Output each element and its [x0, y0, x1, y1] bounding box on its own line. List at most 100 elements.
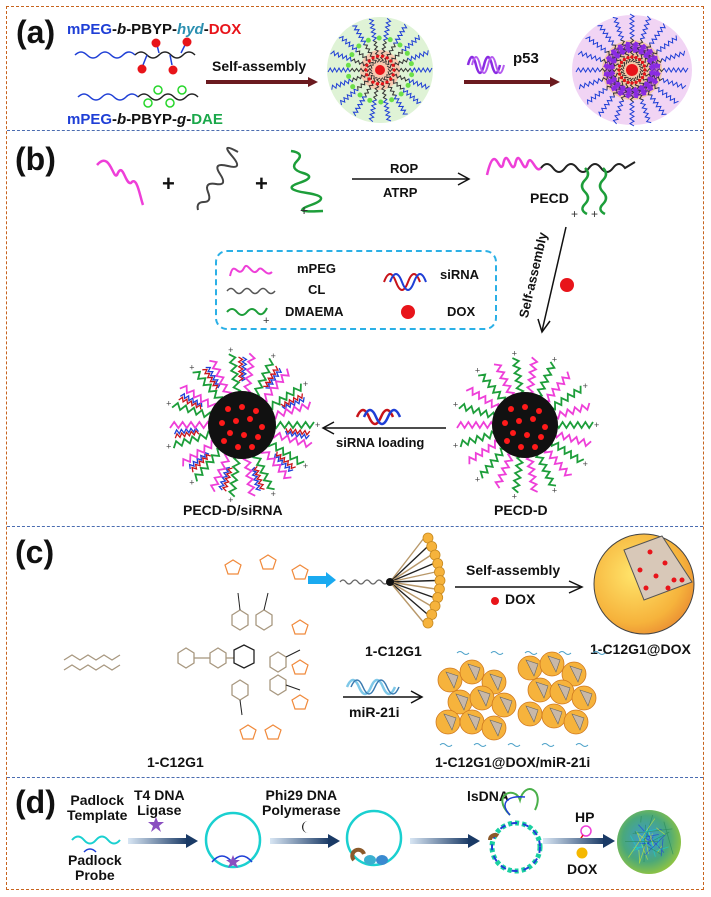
p53-helix-icon [466, 53, 506, 67]
dox-label-c: DOX [505, 592, 535, 607]
polymer1-b: b [117, 21, 126, 38]
legend-dox-label: DOX [447, 305, 475, 319]
svg-text:+: + [228, 345, 233, 355]
dox-ball-icon [576, 847, 588, 859]
svg-text:+: + [189, 477, 194, 487]
svg-text:+: + [475, 474, 480, 484]
svg-text:+: + [591, 207, 598, 221]
probe-line2: Probe [68, 868, 122, 883]
polymer1-mpeg: mPEG [67, 21, 112, 38]
svg-text:+: + [271, 351, 276, 361]
polymer1-hyd: hyd [177, 21, 204, 38]
svg-text:+: + [189, 363, 194, 373]
pecd-d-micelle-icon: +++++++++++ [450, 355, 600, 500]
polymer1-chain-icon [75, 40, 195, 80]
template-line1: Padlock [67, 793, 127, 808]
loading-arrow-d [543, 834, 615, 848]
structure-label: 1-C12G1 [147, 755, 204, 770]
divider-c-d [7, 777, 703, 778]
complex-aggregate-icon [430, 650, 610, 750]
elongation-arrow [410, 834, 480, 848]
polymer2-pbyp: -PBYP- [126, 111, 177, 128]
panel-b-label: (b) [15, 143, 56, 175]
svg-text:+: + [552, 355, 557, 365]
svg-text:+: + [303, 379, 308, 389]
svg-text:+: + [453, 440, 458, 450]
padlock-probe-label: Padlock Probe [68, 853, 122, 884]
mir21i-helix-icon [345, 673, 405, 689]
legend-dox-icon [400, 304, 416, 320]
legend-dmaema-label: DMAEMA [285, 305, 344, 319]
mpeg-chain-icon [95, 155, 150, 210]
svg-text:+: + [552, 485, 557, 495]
dendron-icon [340, 530, 460, 630]
svg-text:+: + [263, 315, 269, 327]
legend-sirna-label: siRNA [440, 268, 479, 282]
divider-a-b [7, 130, 703, 131]
panel-a-label: (a) [16, 16, 55, 48]
svg-text:+: + [475, 366, 480, 376]
plus-2: + [255, 172, 268, 196]
divider-b-c [7, 526, 703, 527]
mir21i-arrow [343, 691, 425, 703]
complex-label: 1-C12G1@DOX/miR-21i [435, 755, 590, 770]
legend-mpeg-icon [228, 260, 280, 278]
p53-label: p53 [513, 51, 539, 68]
t4-ligase-label: T4 DNA Ligase [134, 788, 185, 819]
polymerase-crescent-icon [300, 820, 310, 834]
legend-mpeg-label: mPEG [297, 262, 336, 276]
ligase-star-icon [148, 817, 164, 833]
svg-text:+: + [583, 459, 588, 469]
sirna-loading-label: siRNA loading [336, 436, 424, 450]
polymer2-mpeg: mPEG [67, 111, 112, 128]
sirna-loading-arrow [322, 422, 448, 434]
dmaema-chain-icon: + [288, 147, 340, 217]
polymer1-pbyp: -PBYP- [126, 21, 177, 38]
polymer1-name: mPEG-b-PBYP-hyd-DOX [67, 22, 241, 39]
polymer2-name: mPEG-b-PBYP-g-DAE [67, 112, 223, 129]
amplification-arrow [270, 834, 340, 848]
lsdna-strand-icon [480, 785, 550, 883]
dox-dot-b-icon [559, 277, 575, 293]
dendrimer-structure-icon [60, 545, 310, 745]
polymer1-dox: DOX [209, 21, 242, 38]
svg-text:+: + [315, 420, 320, 430]
pecd-d-label: PECD-D [494, 503, 548, 518]
pecd-label: PECD [530, 191, 569, 206]
cl-chain-icon [195, 152, 240, 214]
self-assembly-arrow-a [206, 76, 318, 88]
plus-1: + [162, 172, 175, 196]
legend-sirna-icon [382, 268, 430, 284]
pecd-copolymer-icon: + + [485, 140, 670, 225]
template-line2: Template [67, 808, 127, 823]
dox-nanoparticle-icon [590, 530, 700, 638]
blue-arrow-icon [308, 572, 338, 588]
svg-text:+: + [512, 349, 517, 359]
legend-cl-label: CL [308, 283, 325, 297]
phi29-label: Phi29 DNA Polymerase [262, 788, 341, 819]
micelle-a1-icon [325, 15, 435, 125]
panel-c-label: (c) [15, 536, 54, 568]
dendron-label: 1-C12G1 [365, 644, 422, 659]
svg-text:+: + [512, 491, 517, 501]
ligation-arrow [128, 834, 198, 848]
mir21i-label: miR-21i [349, 705, 400, 720]
svg-text:+: + [271, 489, 276, 499]
padlock-template-label: Padlock Template [67, 793, 127, 824]
dox-label-d: DOX [567, 862, 597, 877]
svg-text:+: + [583, 381, 588, 391]
circular-padlock-icon [200, 810, 266, 876]
sirna-helix-icon [355, 405, 403, 419]
rca-circle-icon [340, 808, 408, 874]
self-assembly-label-a: Self-assembly [212, 59, 306, 74]
polymer2-g: g [177, 111, 186, 128]
self-assembly-label-c: Self-assembly [466, 563, 560, 578]
polymerase-line2: Polymerase [262, 803, 341, 818]
panel-d-label: (d) [15, 786, 56, 818]
svg-text:+: + [594, 420, 599, 430]
dna-nanoflower-icon [615, 808, 683, 876]
polymer2-dae: DAE [191, 111, 223, 128]
polymer2-chain-icon [78, 85, 193, 110]
polymer2-b: b [117, 111, 126, 128]
svg-text:+: + [453, 400, 458, 410]
